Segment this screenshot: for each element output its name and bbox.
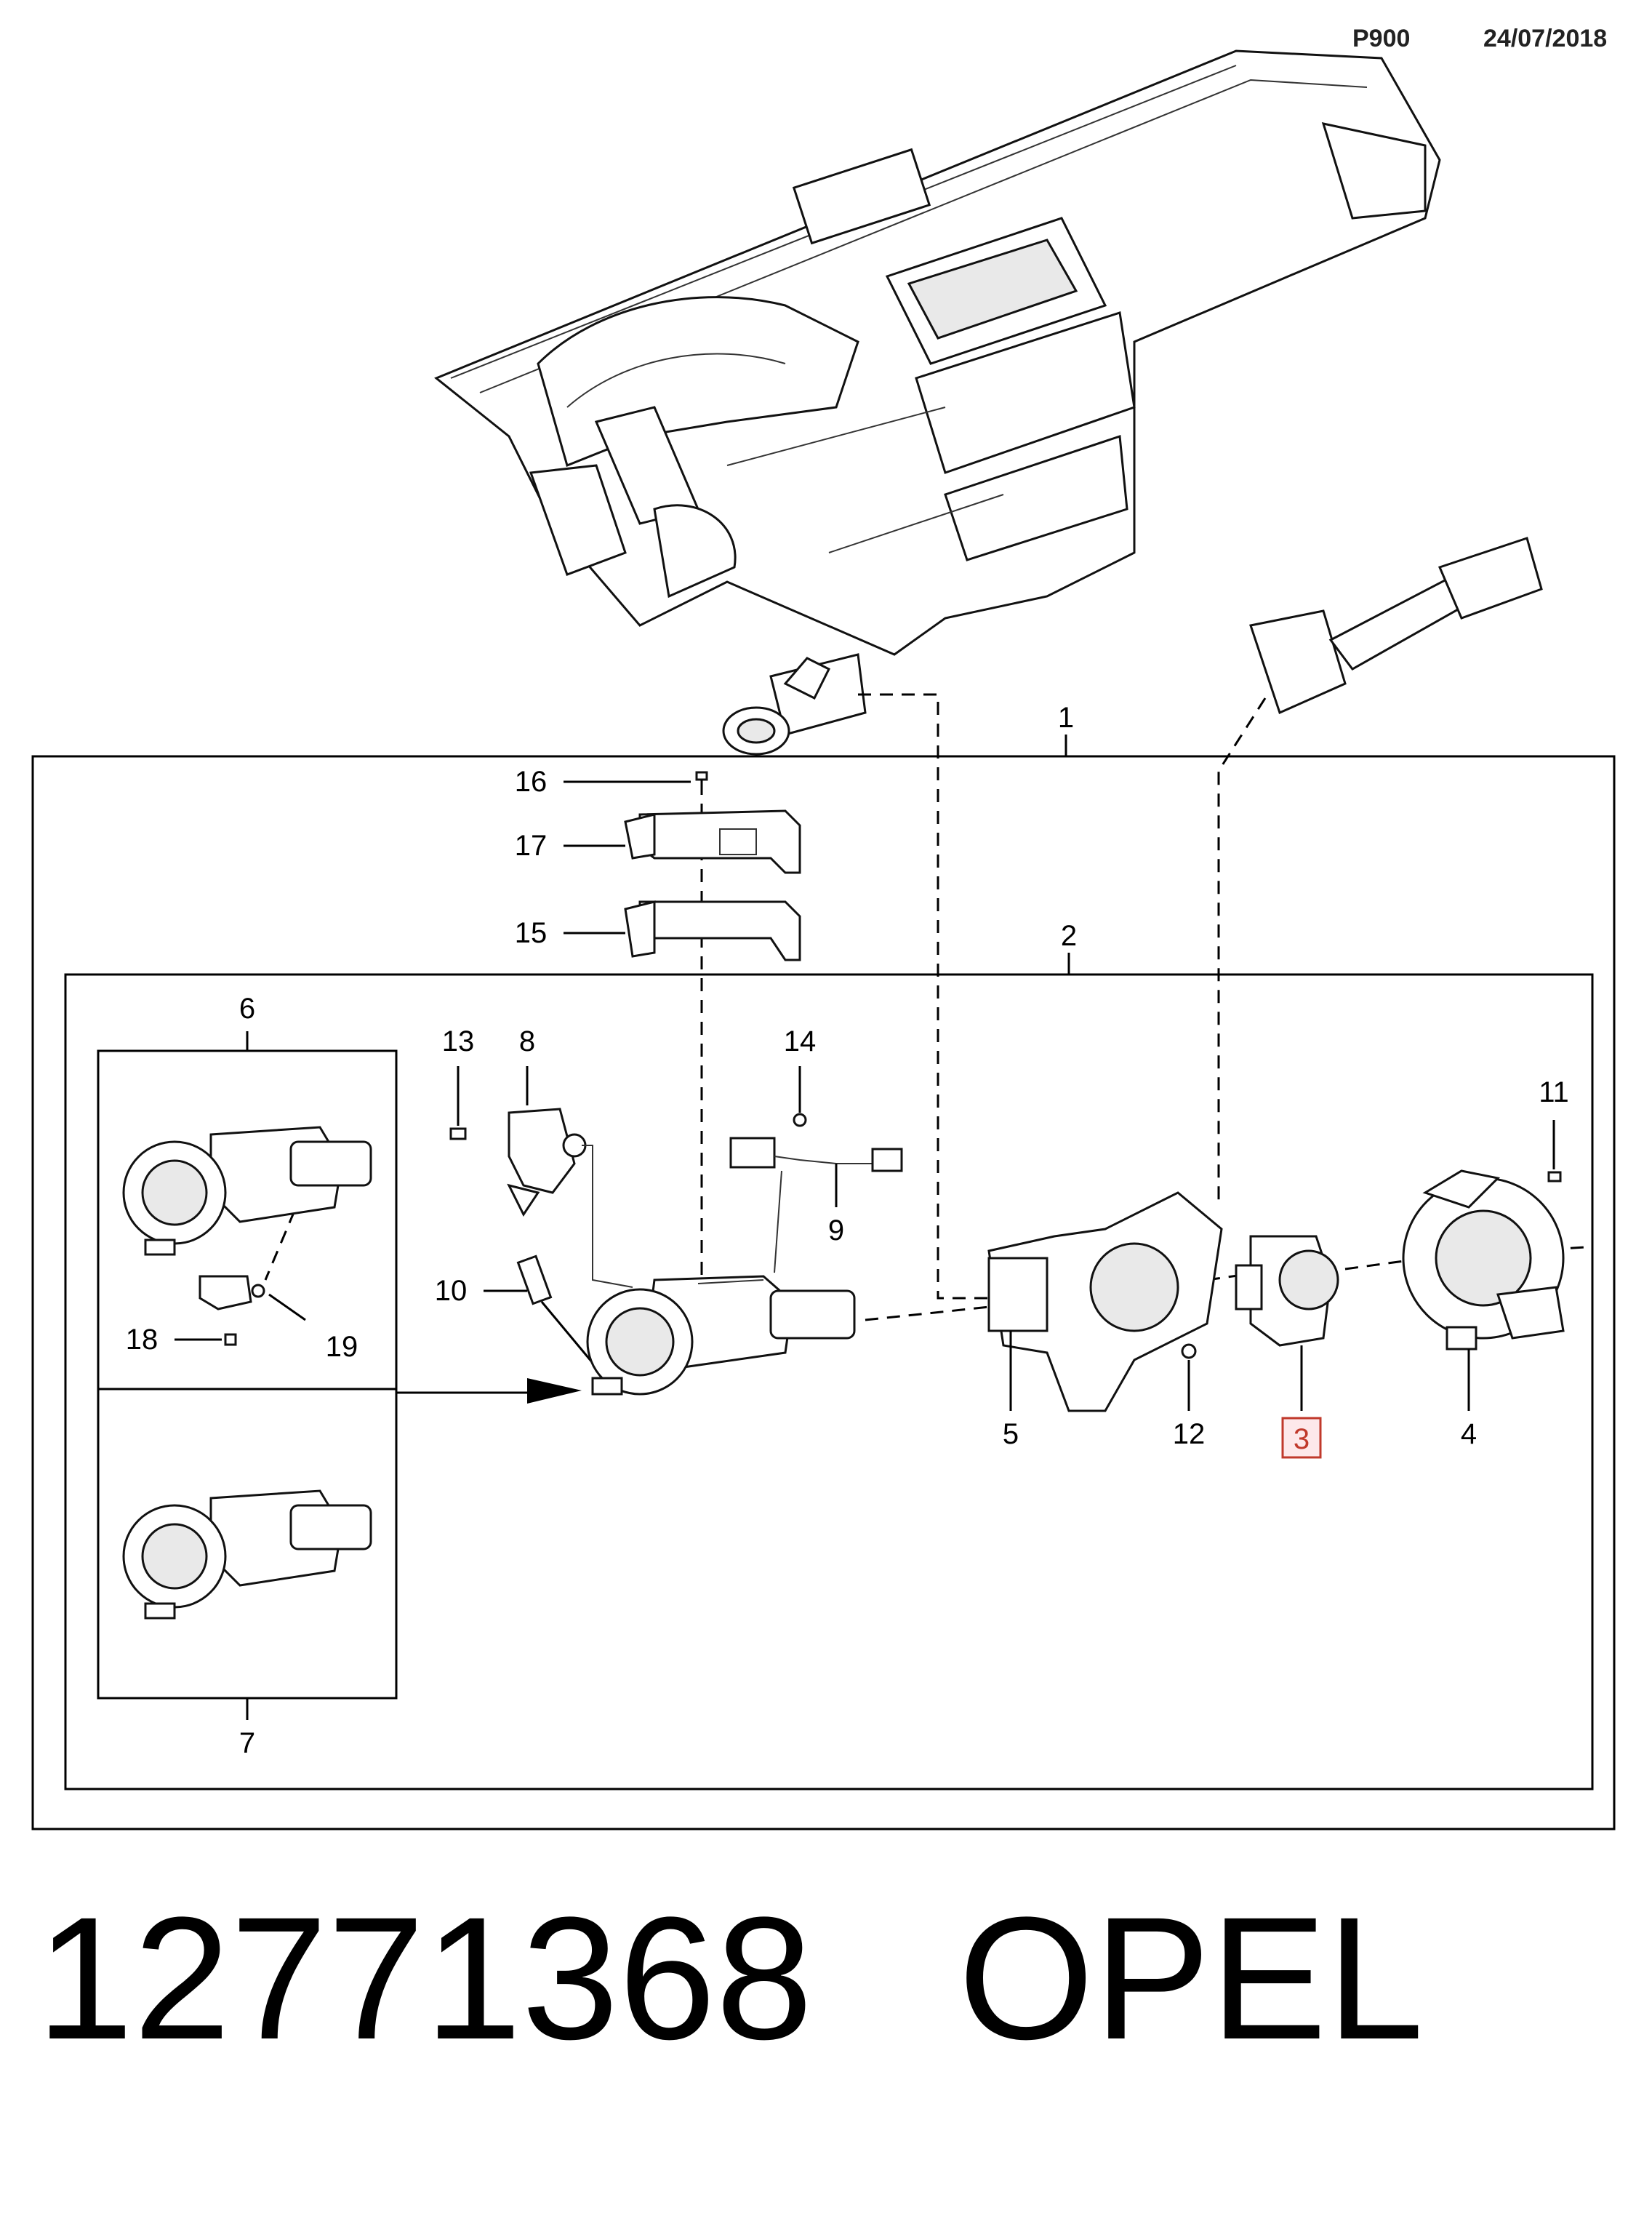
screw-16 xyxy=(695,771,708,793)
clock-spring-4 xyxy=(1402,1169,1565,1350)
callout-3: 3 xyxy=(1294,1423,1310,1455)
callout-12: 12 xyxy=(1173,1418,1206,1450)
callout-9: 9 xyxy=(828,1214,844,1246)
ignition-housing-center xyxy=(586,1275,856,1396)
callout-1: 1 xyxy=(1058,702,1074,734)
bracket-17 xyxy=(624,809,801,874)
arrow-icon xyxy=(527,1378,582,1404)
callout-15: 15 xyxy=(515,917,548,949)
part-number: 12771368 xyxy=(36,1881,813,2076)
callout-4: 4 xyxy=(1461,1418,1477,1450)
callout-18: 18 xyxy=(126,1324,159,1356)
switch-housing-5 xyxy=(987,1191,1223,1412)
callout-11: 11 xyxy=(1539,1076,1569,1108)
screw-11 xyxy=(1547,1171,1562,1182)
lock-actuator-18 xyxy=(199,1275,265,1310)
diagram-code: P900 xyxy=(1352,25,1411,52)
screw-14 xyxy=(793,1113,807,1127)
callout-3-highlight xyxy=(1281,1417,1322,1459)
callout-10: 10 xyxy=(435,1275,468,1307)
callout-14: 14 xyxy=(784,1025,817,1057)
callout-5: 5 xyxy=(1003,1418,1019,1450)
ignition-housing-7 xyxy=(122,1489,372,1620)
callout-2: 2 xyxy=(1061,920,1077,952)
bracket-15 xyxy=(624,900,801,961)
right-stalk-switch xyxy=(1249,537,1543,715)
diagram-date: 24/07/2018 xyxy=(1483,25,1608,52)
sensor-harness-9 xyxy=(729,1137,903,1273)
bolt-10 xyxy=(516,1254,598,1368)
brand-name: OPEL xyxy=(958,1881,1424,2076)
callout-19: 19 xyxy=(326,1331,358,1363)
steering-angle-sensor-3 xyxy=(1235,1235,1339,1347)
dashboard-illustration xyxy=(434,49,1441,656)
left-stalk-switch xyxy=(722,653,867,756)
assembly-box-1 xyxy=(31,755,1616,1830)
callout-16: 16 xyxy=(515,766,548,798)
screw-12 xyxy=(1181,1343,1197,1359)
callout-13: 13 xyxy=(442,1025,475,1057)
callout-7: 7 xyxy=(239,1727,255,1759)
footer-title: 12771368 OPEL xyxy=(36,1891,1424,2065)
ignition-housing-6 xyxy=(122,1126,372,1256)
callout-17: 17 xyxy=(515,830,548,862)
callout-6: 6 xyxy=(239,993,255,1025)
assembly-box-2 xyxy=(64,973,1594,1790)
screw-13 xyxy=(449,1127,467,1140)
callout-8: 8 xyxy=(519,1025,535,1057)
module-8 xyxy=(507,1108,587,1217)
